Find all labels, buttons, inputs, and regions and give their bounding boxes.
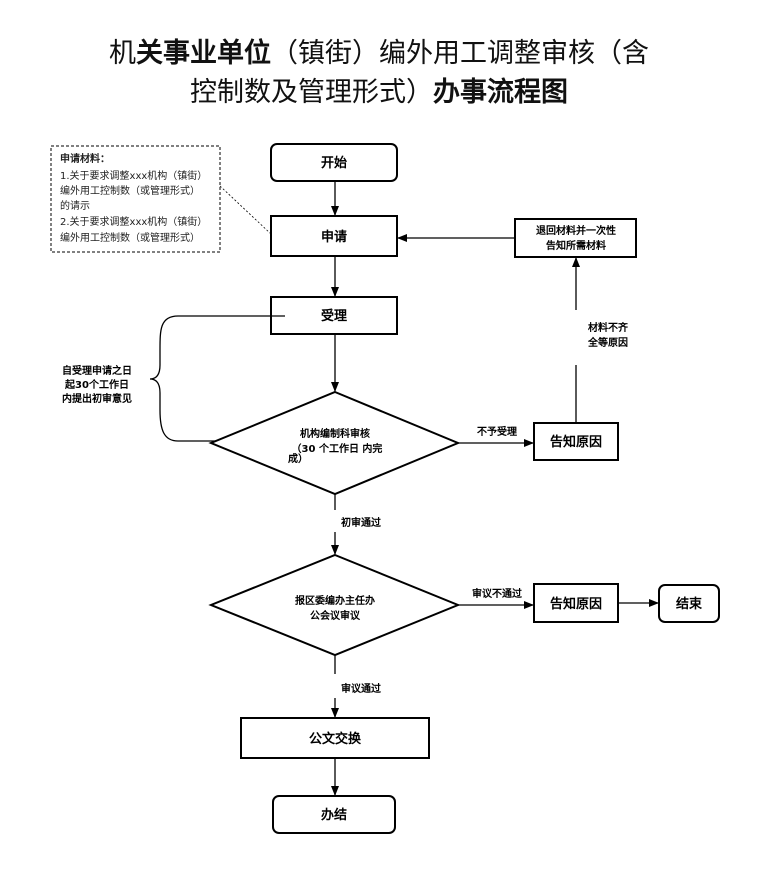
brace [149,315,285,442]
meeting-label: 公会议审议 [310,609,361,622]
title-line-1: 机关事业单位（镇街）编外用工调整审核（含 [109,37,649,69]
done-label: 办结 [321,807,347,823]
brace-note-line: 自受理申请之日 [62,364,132,377]
reject-label: 不予受理 [477,425,517,438]
meeting-label: 报区委编办主任办 [295,594,375,607]
review-label: （30 个工作日 内完 [292,442,383,455]
materials-heading: 申请材料： [60,152,110,165]
materials-note-box [50,145,221,253]
brace-note-line: 内提出初审意见 [62,392,132,405]
materials-line: 2.关于要求调整xxx机构（镇街） [60,215,207,228]
incomplete-label: 全等原因 [587,336,628,349]
meeting-pass-label: 审议通过 [341,682,381,695]
note-connector [219,185,272,235]
doc-exchange-node [240,717,430,759]
end-node [658,584,720,623]
first-pass-label: 初审通过 [341,516,381,529]
accept-node [270,296,398,335]
inform-label: 告知原因 [550,596,602,612]
materials-line: 编外用工控制数（或管理形式） [60,184,200,197]
materials-line: 的请示 [60,199,90,212]
materials-line: 1.关于要求调整xxx机构（镇街） [60,169,207,182]
brace-note-line: 起30个工作日 [64,378,129,391]
doc-exchange-label: 公文交换 [309,731,362,747]
review-label: 机构编制科审核 [300,427,370,440]
start-node [270,143,398,182]
review-label: 成） [288,452,308,465]
return-label: 退回材料并一次性 [536,224,616,237]
title-line-2: 控制数及管理形式）办事流程图 [190,77,568,108]
start-label: 开始 [321,155,347,171]
apply-label: 申请 [321,229,347,245]
accept-label: 受理 [321,308,347,324]
materials-line: 编外用工控制数（或管理形式） [60,231,200,244]
inform-label: 告知原因 [550,434,602,450]
meeting-fail-label: 审议不通过 [472,587,522,600]
incomplete-label: 材料不齐 [588,321,629,334]
end-label: 结束 [676,596,703,612]
inform-node-1 [533,422,619,461]
review-decision [208,390,461,496]
return-node [514,218,637,258]
done-node [272,795,396,834]
return-label: 告知所需材料 [546,239,606,252]
